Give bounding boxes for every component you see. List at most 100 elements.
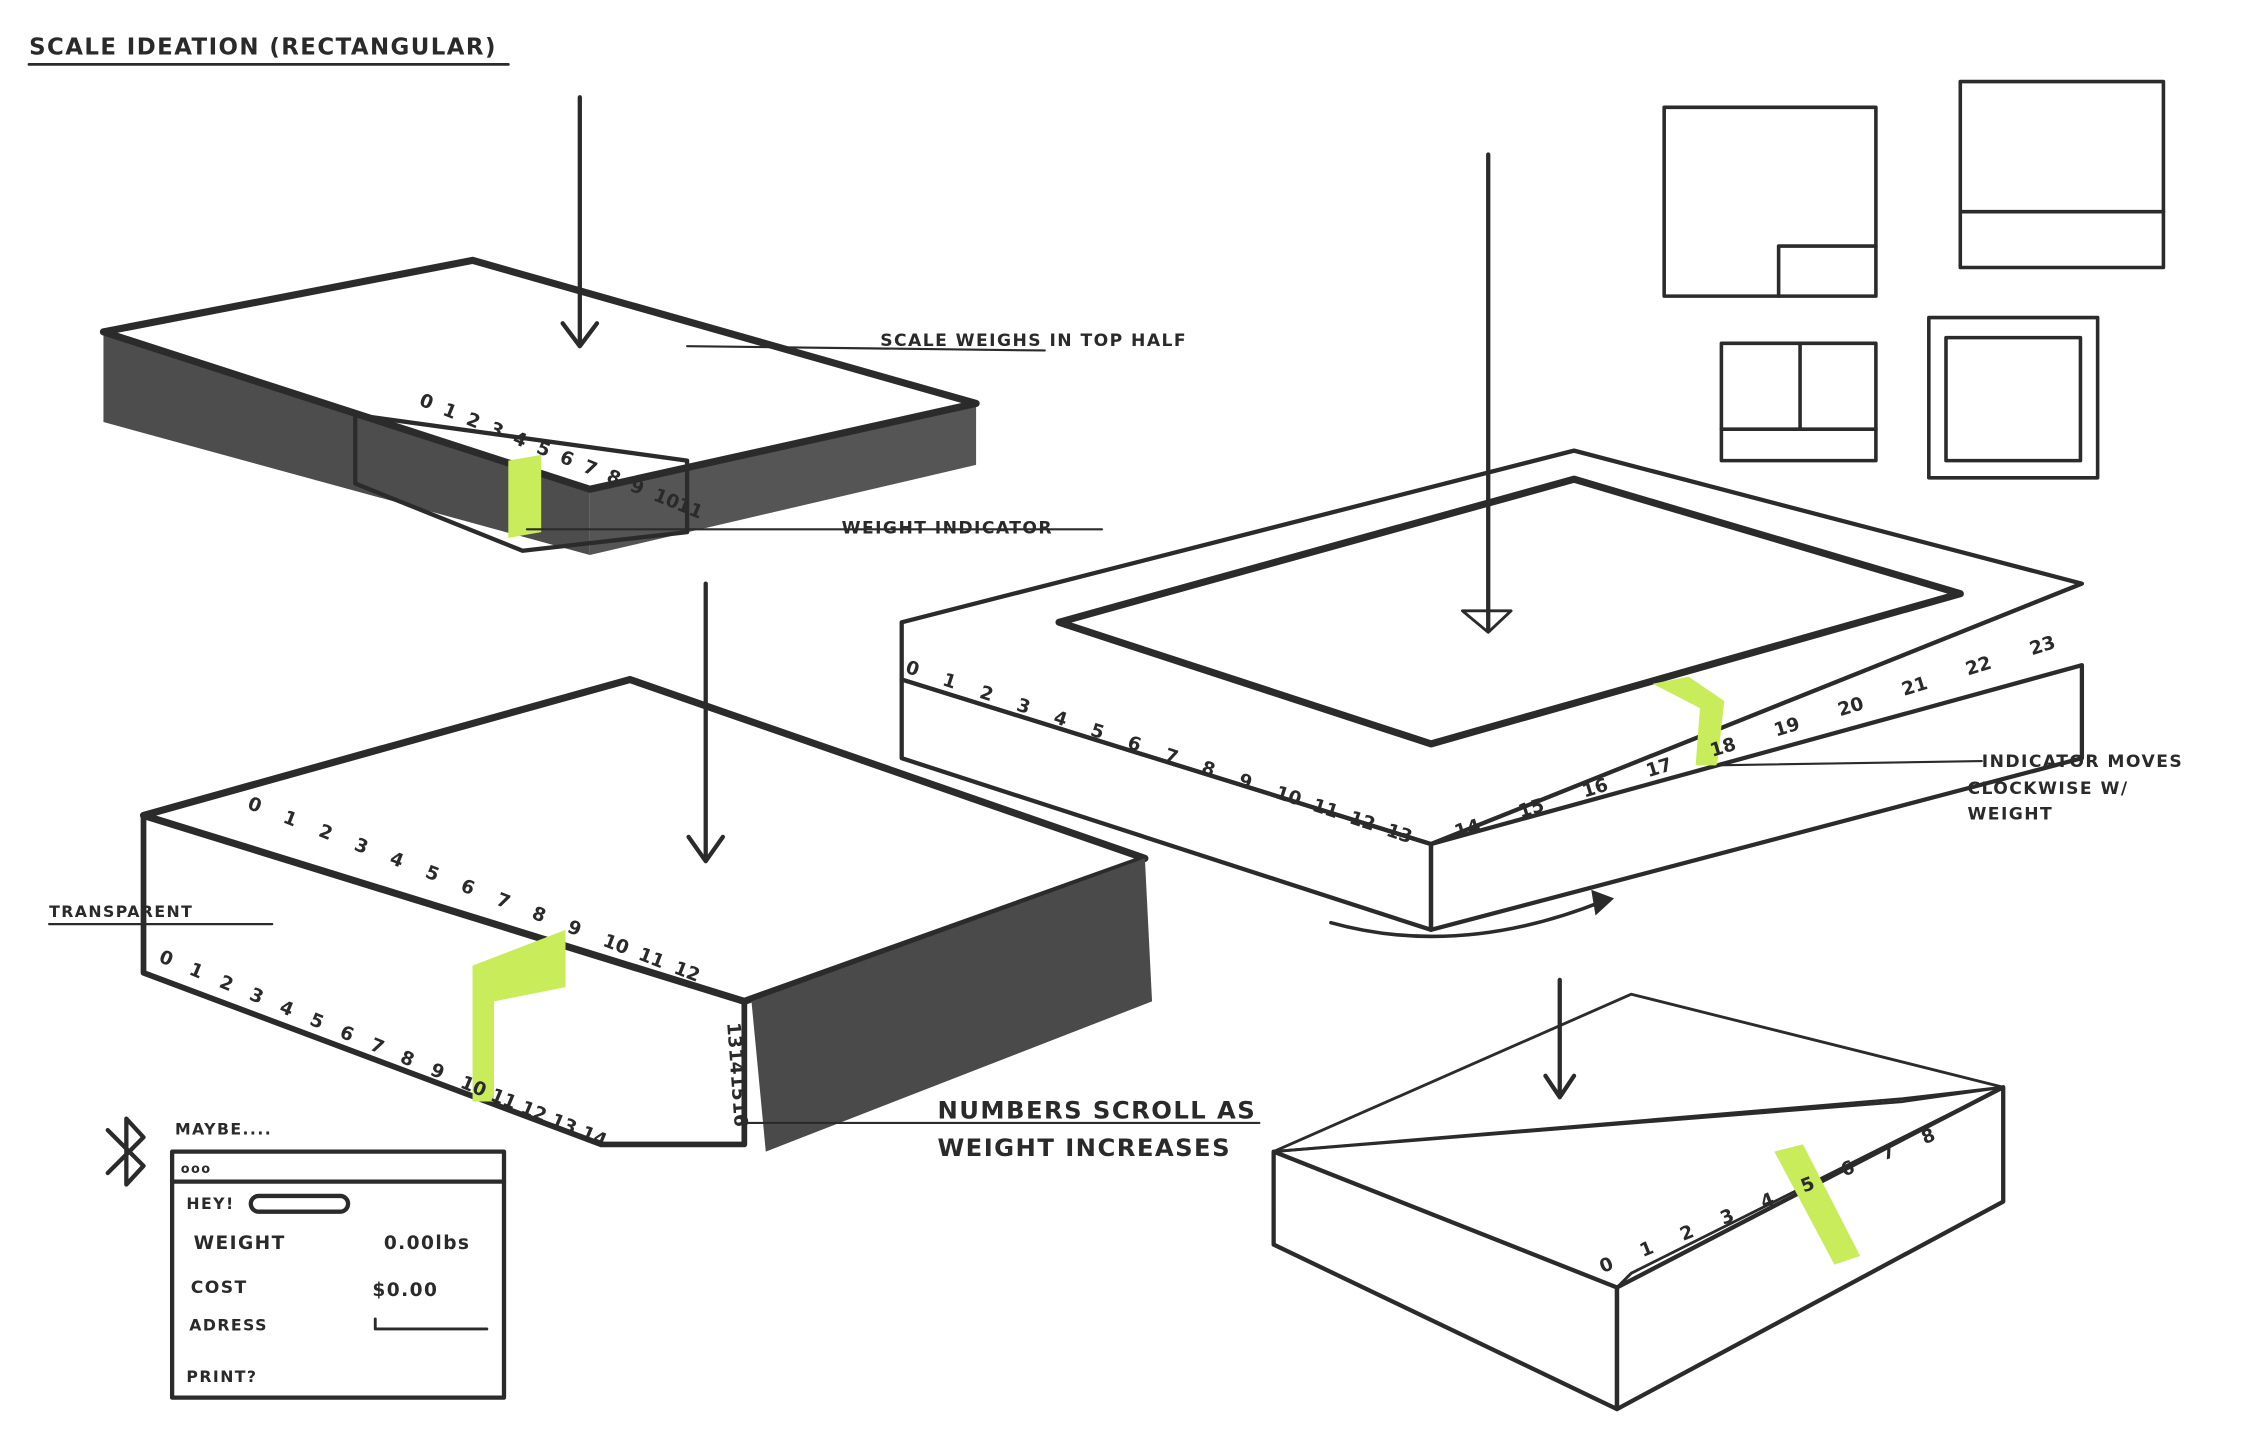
scale-number: 0 <box>156 947 176 971</box>
scale-number: 3 <box>246 984 266 1008</box>
scale-number: 20 <box>1835 693 1866 721</box>
scale-number: 6 <box>1838 1157 1858 1181</box>
clockwise-arrow <box>1329 899 1605 939</box>
scale-number: 13 <box>722 1022 745 1049</box>
scale-number: 0 <box>903 657 922 681</box>
mockup-intro: MAYBE.... <box>175 1119 272 1138</box>
scale-number: 2 <box>216 972 236 996</box>
scale-number: 19 <box>1772 714 1803 742</box>
scale-number: 10 <box>1273 783 1304 811</box>
bluetooth-icon <box>105 1116 146 1187</box>
scale-number: 4 <box>276 997 296 1021</box>
name-field[interactable] <box>248 1193 351 1214</box>
scale-number: 7 <box>1878 1141 1898 1165</box>
scale-number: 23 <box>2027 632 2058 660</box>
scale-number: 16 <box>728 1100 751 1127</box>
scale-number: 4 <box>387 848 407 872</box>
scale-number: 5 <box>307 1009 327 1033</box>
print-button[interactable]: PRINT? <box>186 1367 257 1386</box>
scale-number: 16 <box>1580 775 1611 803</box>
cost-label: COST <box>191 1278 248 1298</box>
weighing-platform <box>1055 475 1964 748</box>
front-face-transparent <box>140 812 748 1148</box>
scale-number: 1 <box>1637 1237 1657 1261</box>
scale-number: 7 <box>580 456 600 480</box>
annotation-indicator-moves-line2: CLOCKWISE W/ <box>1967 779 2128 799</box>
annotation-numbers-scroll-line2: WEIGHT INCREASES <box>937 1133 1231 1162</box>
weight-indicator-bar <box>1652 676 1725 766</box>
scale-number: 3 <box>1014 695 1033 719</box>
plan-square-4 <box>1927 315 2100 480</box>
scale-number: 14 <box>578 1123 610 1152</box>
scale-number: 1 <box>186 959 206 983</box>
window-dots: ooo <box>181 1162 212 1177</box>
scale-number: 5 <box>1798 1173 1818 1197</box>
front-face <box>1271 1149 1620 1412</box>
address-label: ADRESS <box>189 1315 268 1334</box>
scale-number: 5 <box>422 862 442 886</box>
annotation-numbers-scroll-line1: NUMBERS SCROLL AS <box>937 1096 1256 1125</box>
plan-square-1 <box>1662 105 1878 298</box>
scale-number: 22 <box>1963 653 1994 681</box>
scale-number: 6 <box>458 876 478 900</box>
scale-number: 14 <box>724 1048 747 1075</box>
scale-number: 11 <box>1310 795 1341 823</box>
top-face <box>1272 1085 2005 1289</box>
plan-square-2 <box>1958 79 2166 270</box>
side-face <box>1428 663 2085 932</box>
scale-number: 8 <box>529 903 549 927</box>
greeting-text: HEY! <box>186 1194 234 1213</box>
scale-number: 21 <box>1899 673 1930 701</box>
scale-number: 14 <box>1452 815 1483 843</box>
top-face <box>99 256 980 493</box>
scale-number: 1 <box>440 400 460 424</box>
scale-number: 7 <box>1162 745 1181 769</box>
scale-number: 0 <box>1597 1253 1617 1277</box>
annotation-transparent: TRANSPARENT <box>49 902 193 921</box>
cost-value: $0.00 <box>372 1280 438 1301</box>
scale-number: 9 <box>564 917 584 941</box>
scale-number: 2 <box>1677 1221 1697 1245</box>
annotation-top-half: SCALE WEIGHS IN TOP HALF <box>880 331 1187 351</box>
scale-number: 0 <box>416 390 436 414</box>
scale-number: 8 <box>1919 1125 1939 1149</box>
scale-number: 1 <box>940 670 959 694</box>
weight-indicator-bar <box>508 454 542 538</box>
scale-number: 13 <box>1384 820 1415 848</box>
top-face <box>899 448 2085 847</box>
scale-number: 6 <box>1125 732 1144 756</box>
scale-number: 9 <box>427 1060 447 1084</box>
scale-number: 2 <box>977 682 996 706</box>
plan-view-sketches <box>1662 79 2166 480</box>
scale-number: 2 <box>463 409 483 433</box>
scale-number: 15 <box>1516 795 1547 823</box>
scale-number: 3 <box>487 418 507 442</box>
page-title: SCALE IDEATION (RECTANGULAR) <box>27 34 510 66</box>
scale-number: 12 <box>1347 808 1378 836</box>
front-face <box>103 331 590 556</box>
scale-number: 7 <box>493 889 513 913</box>
scale-number: 7 <box>367 1035 387 1059</box>
scale-number: 6 <box>337 1022 357 1046</box>
weight-label: WEIGHT <box>194 1233 286 1254</box>
weight-value: 0.00lbs <box>384 1233 471 1254</box>
scale-number: 0 <box>245 793 265 817</box>
address-field[interactable] <box>373 1317 489 1331</box>
side-face <box>1614 1085 2006 1412</box>
annotation-weight-indicator: WEIGHT INDICATOR <box>842 519 1053 539</box>
scale-number: 8 <box>1199 757 1218 781</box>
scale-number: 3 <box>351 834 371 858</box>
scale-number: 15 <box>726 1074 749 1101</box>
weight-indicator-bar <box>472 929 566 1102</box>
annotation-indicator-moves-line3: WEIGHT <box>1967 805 2053 825</box>
app-mockup: MAYBE.... ooo HEY! WEIGHT 0.00lbs COST $… <box>105 1116 507 1400</box>
